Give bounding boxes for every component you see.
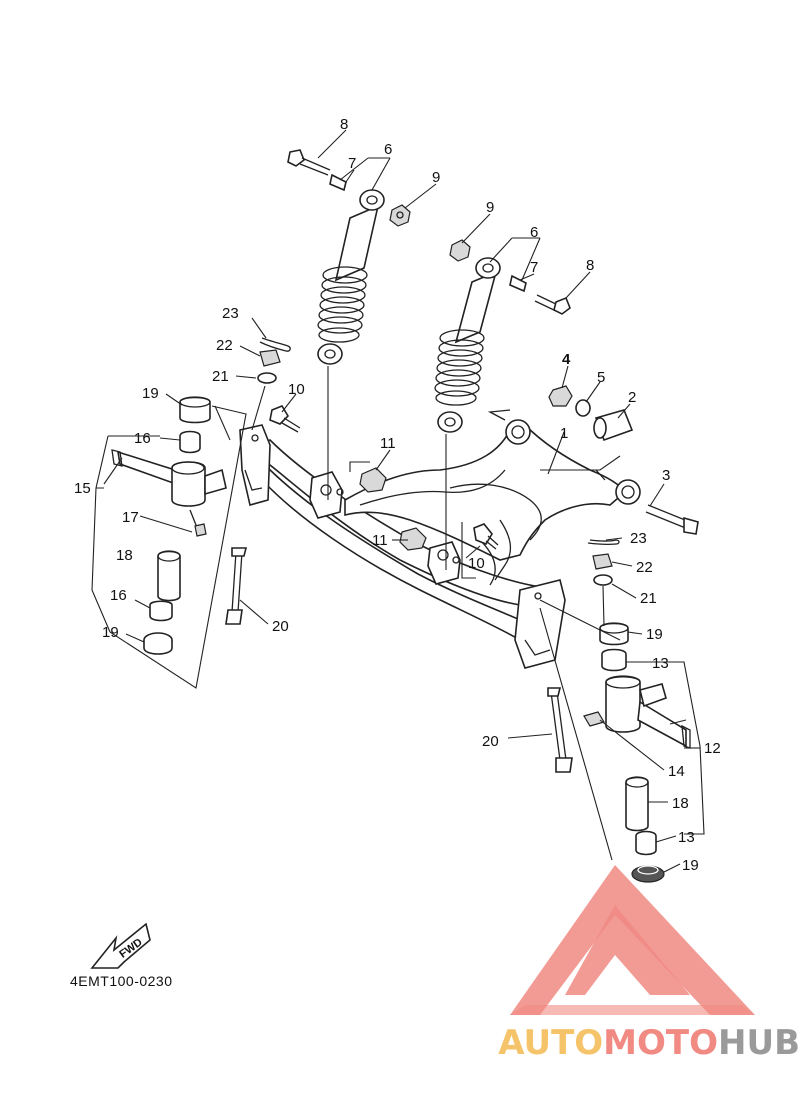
- callout-21: 21: [640, 590, 657, 607]
- fwd-arrow: FWD: [90, 922, 151, 969]
- callout-1: 1: [560, 425, 568, 442]
- callout-19: 19: [102, 624, 119, 641]
- hardware-parts: [111, 149, 699, 883]
- watermark-brand-part3: HUB: [718, 1023, 800, 1063]
- callout-8: 8: [586, 257, 594, 274]
- right-shock-absorber: [434, 257, 501, 433]
- callout-10: 10: [468, 555, 485, 572]
- callout-21: 21: [212, 368, 229, 385]
- callout-19: 19: [646, 626, 663, 643]
- swing-arm-assembly: [239, 409, 641, 669]
- callout-17: 17: [122, 509, 139, 526]
- callout-22: 22: [636, 559, 653, 576]
- callout-11: 11: [380, 435, 396, 452]
- leader-lines: [91, 129, 705, 873]
- callout-3: 3: [662, 467, 670, 484]
- callout-15: 15: [74, 480, 91, 497]
- callout-11: 11: [372, 532, 388, 549]
- callout-2: 2: [628, 389, 636, 406]
- callout-23: 23: [222, 305, 239, 322]
- callout-labels: 8 6 7 9 9 6 7 8 23 22 21 4 5 2 19 10 1 1…: [74, 116, 721, 874]
- callout-18: 18: [116, 547, 133, 564]
- callout-6: 6: [384, 141, 392, 158]
- callout-10: 10: [288, 381, 305, 398]
- callout-9: 9: [486, 199, 494, 216]
- left-shock-absorber: [317, 189, 385, 365]
- watermark-brand: AUTOMOTOHUB: [470, 1023, 800, 1063]
- callout-7: 7: [348, 155, 356, 172]
- callout-22: 22: [216, 337, 233, 354]
- callout-8: 8: [340, 116, 348, 133]
- callout-19: 19: [682, 857, 699, 874]
- callout-19: 19: [142, 385, 159, 402]
- callout-12: 12: [704, 740, 721, 757]
- callout-20: 20: [482, 733, 499, 750]
- callout-13: 13: [652, 655, 669, 672]
- callout-23: 23: [630, 530, 647, 547]
- callout-7: 7: [530, 259, 538, 276]
- callout-4: 4: [562, 351, 571, 368]
- callout-9: 9: [432, 169, 440, 186]
- watermark-brand-part2: MOTO: [603, 1023, 719, 1063]
- watermark-triangle-icon: [510, 865, 755, 1015]
- watermark-brand-part1: AUTO: [498, 1023, 604, 1063]
- watermark-logo: AUTOMOTOHUB: [470, 845, 800, 1100]
- callout-16: 16: [134, 430, 151, 447]
- callout-16: 16: [110, 587, 127, 604]
- callout-18: 18: [672, 795, 689, 812]
- part-number-code: 4EMT100-0230: [70, 973, 173, 989]
- callout-6: 6: [530, 224, 538, 241]
- callout-14: 14: [668, 763, 685, 780]
- callout-20: 20: [272, 618, 289, 635]
- callout-13: 13: [678, 829, 695, 846]
- callout-5: 5: [597, 369, 605, 386]
